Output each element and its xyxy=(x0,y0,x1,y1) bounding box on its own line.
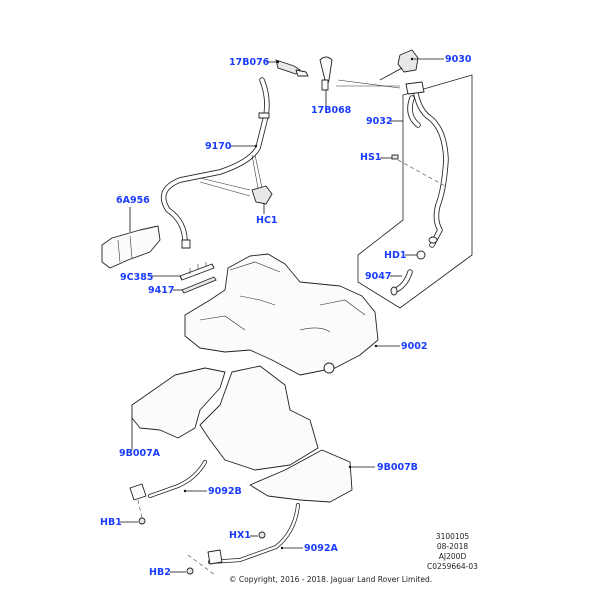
part-9030 xyxy=(379,49,419,81)
reference-line: C0259664-03 xyxy=(427,562,478,571)
part-9092A xyxy=(187,503,300,576)
part-9B007A xyxy=(131,367,226,439)
part-HS1 xyxy=(391,154,399,160)
reference-line: AJ200D xyxy=(438,552,467,561)
copyright-notice: © Copyright, 2016 - 2018. Jaguar Land Ro… xyxy=(229,575,433,584)
leader-lines xyxy=(120,57,444,573)
callout-9092A[interactable]: 9092A xyxy=(304,543,338,554)
callout-HB2[interactable]: HB2 xyxy=(149,567,171,578)
part-17B076 xyxy=(275,59,309,77)
part-9417 xyxy=(181,276,217,294)
filler-assembly-box xyxy=(357,74,473,309)
part-9002 xyxy=(184,253,379,376)
callout-HB1[interactable]: HB1 xyxy=(100,517,122,528)
part-center-shield xyxy=(199,365,319,471)
callout-9002[interactable]: 9002 xyxy=(401,341,428,352)
part-9032 xyxy=(405,81,449,248)
callout-9417[interactable]: 9417 xyxy=(148,285,175,296)
part-17B068 xyxy=(319,56,401,91)
callout-HS1[interactable]: HS1 xyxy=(360,152,382,163)
reference-line: 3100105 xyxy=(435,532,470,541)
callout-9B007A[interactable]: 9B007A xyxy=(119,448,161,459)
callout-9032[interactable]: 9032 xyxy=(366,116,393,127)
callout-9047[interactable]: 9047 xyxy=(365,271,392,282)
part-9B007B xyxy=(249,449,353,503)
reference-line: 08-2018 xyxy=(436,542,469,551)
part-HB1 xyxy=(138,517,146,525)
reference-block: 3100105 08-2018 AJ200D C0259664-03 xyxy=(425,532,480,572)
part-9170 xyxy=(160,77,270,249)
part-9047 xyxy=(390,269,413,296)
part-9092B xyxy=(129,460,207,501)
callout-HD1[interactable]: HD1 xyxy=(384,250,407,261)
callout-9170[interactable]: 9170 xyxy=(205,141,232,152)
callout-6A956[interactable]: 6A956 xyxy=(116,195,150,206)
part-9C385 xyxy=(179,262,215,281)
callout-17B076[interactable]: 17B076 xyxy=(229,57,270,68)
callout-HC1[interactable]: HC1 xyxy=(256,215,278,226)
callout-17B068[interactable]: 17B068 xyxy=(311,105,352,116)
callout-9030[interactable]: 9030 xyxy=(445,54,472,65)
callout-HX1[interactable]: HX1 xyxy=(229,530,251,541)
callout-9B007B[interactable]: 9B007B xyxy=(377,462,418,473)
part-HX1 xyxy=(258,531,266,539)
callout-9092B[interactable]: 9092B xyxy=(208,486,242,497)
part-HD1 xyxy=(416,250,426,260)
part-HC1 xyxy=(251,185,273,205)
part-HB2 xyxy=(186,567,194,575)
callout-9C385[interactable]: 9C385 xyxy=(120,272,154,283)
